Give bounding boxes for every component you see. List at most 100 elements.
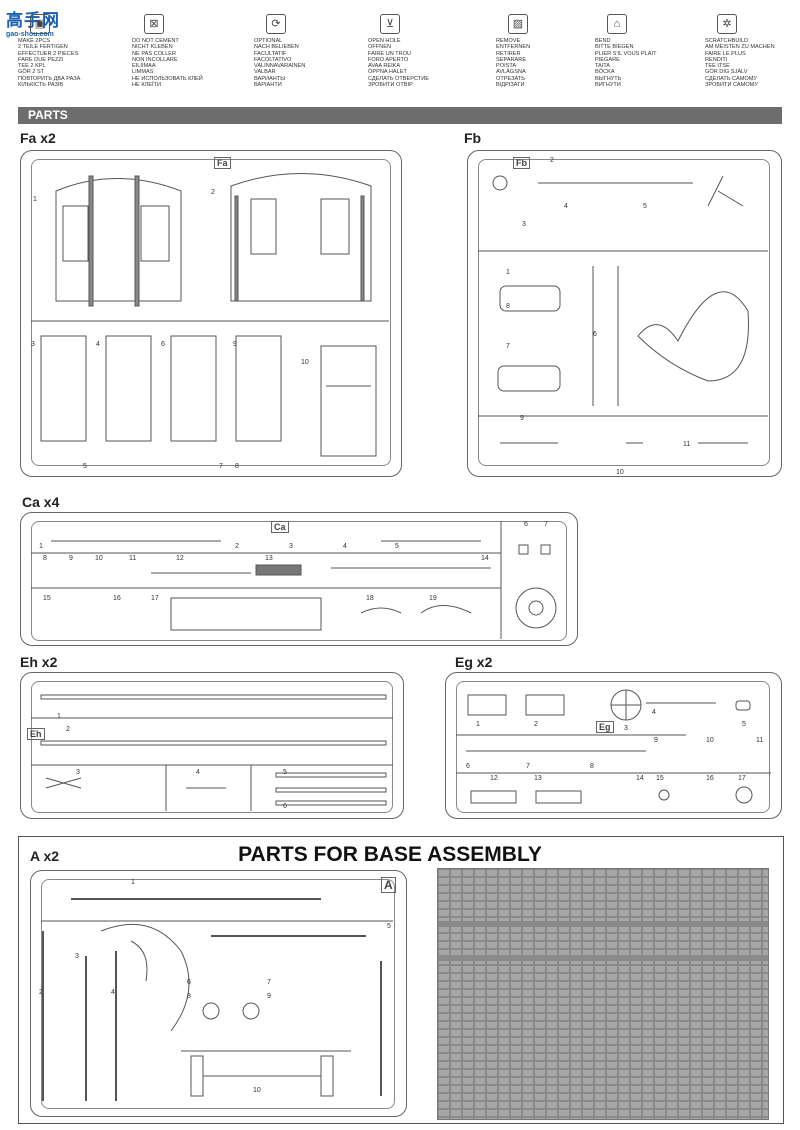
- part-number: 4: [564, 203, 568, 210]
- legend-line: НЕ КЛЕЇТИ: [132, 82, 161, 89]
- part-number: 1: [33, 196, 37, 203]
- part-number: 10: [95, 555, 103, 562]
- sprue-fb: Fb 2 3 4 5 1 6 7 8 9 10 11: [467, 150, 782, 477]
- make-two-icon: ▣: [30, 14, 50, 34]
- sprue-eg-title: Eg x2: [455, 654, 493, 670]
- part-number: 12: [176, 555, 184, 562]
- part-number: 4: [196, 769, 200, 776]
- legend-line: SEPARARE: [496, 56, 527, 63]
- scratchbuild-icon: ✲: [717, 14, 737, 34]
- legend-line: DO NOT CEMENT: [132, 38, 179, 44]
- sprue-tag: A: [381, 877, 396, 893]
- part-number: 17: [738, 775, 746, 782]
- legend-line: ПОВТОРИТЬ ДВА РАЗА: [18, 75, 81, 82]
- part-number: 3: [289, 543, 293, 550]
- sprue-runner: [31, 159, 391, 466]
- sprue-eg-drawing: [456, 689, 771, 804]
- legend-line: VALINNAVARAINEN: [254, 63, 306, 70]
- part-number: 10: [706, 737, 714, 744]
- open-hole-icon: ⊻: [380, 14, 400, 34]
- legend-line: ÖPPNA HALET: [368, 69, 407, 76]
- legend-line: LIMMAS: [132, 69, 154, 76]
- part-number: 9: [267, 993, 271, 1000]
- part-number: 6: [161, 341, 165, 348]
- legend-line: FACOLTATIVO: [254, 56, 292, 63]
- part-number: 2: [550, 157, 554, 164]
- legend-line: AM MEISTEN ZU MACHEN: [705, 44, 775, 51]
- part-number: 8: [235, 463, 239, 470]
- legend-line: TEE 2 KPL: [18, 63, 46, 70]
- part-number: 13: [534, 775, 542, 782]
- legend-line: AVAA REIKA: [368, 63, 401, 70]
- legend-line: ENTFERNEN: [496, 44, 531, 51]
- legend-line: MAKE 2pcs: [18, 38, 51, 44]
- legend-line: SCRATCHBUILD: [705, 38, 749, 44]
- part-number: 4: [652, 709, 656, 716]
- part-number: 6: [187, 979, 191, 986]
- legend-line: ВІДРІЗАТИ: [496, 82, 525, 89]
- part-number: 8: [590, 763, 594, 770]
- sprue-runner: [41, 879, 395, 1109]
- part-number: 19: [429, 595, 437, 602]
- legend-line: ЗРОБИТИ ОТВІР: [368, 82, 413, 89]
- sprue-ca-title: Ca x4: [22, 494, 60, 510]
- part-number: 6: [466, 763, 470, 770]
- part-number: 15: [656, 775, 664, 782]
- part-number: 3: [75, 953, 79, 960]
- sprue-tag: Fa: [214, 157, 231, 169]
- sprue-tag: Fb: [513, 157, 530, 169]
- part-number: 2: [39, 989, 43, 996]
- sprue-eh: Eh 1 2 3 4 5 6: [20, 672, 404, 819]
- part-number: 11: [756, 737, 764, 744]
- legend-line: OPEN HOLE: [368, 38, 401, 44]
- part-number: 5: [742, 721, 746, 728]
- part-number: 9: [654, 737, 658, 744]
- part-number: 4: [111, 989, 115, 996]
- part-number: 11: [683, 441, 691, 448]
- part-number: 12: [490, 775, 498, 782]
- legend-line: FAIRE UN TROU: [368, 50, 412, 57]
- legend-line: 2 TEILE FERTIGEN: [18, 44, 68, 51]
- part-number: 3: [624, 725, 628, 732]
- legend-line: FAIRE LE PLUS: [705, 50, 746, 57]
- legend-line: BITTE BIEGEN: [595, 44, 634, 51]
- legend-line: GÖR 2 ST: [18, 69, 45, 76]
- part-number: 13: [265, 555, 273, 562]
- part-number: 9: [520, 415, 524, 422]
- legend-line: VALBAR: [254, 69, 276, 76]
- sprue-eh-title: Eh x2: [20, 654, 58, 670]
- legend-line: СДЕЛАТЬ САМОМУ: [705, 75, 757, 82]
- sprue-fa: Fa 1 2 3 4 5 6 7 8 9 10: [20, 150, 402, 477]
- part-number: 1: [476, 721, 480, 728]
- part-number: 10: [253, 1087, 261, 1094]
- legend-line: RETIRER: [496, 50, 521, 57]
- sprue-fa-drawing: [31, 173, 389, 457]
- part-number: 3: [76, 769, 80, 776]
- part-number: 9: [233, 341, 237, 348]
- sprue-fb-drawing: [478, 175, 768, 444]
- part-number: 7: [526, 763, 530, 770]
- part-number: 6: [283, 803, 287, 810]
- part-number: 10: [301, 359, 309, 366]
- part-number: 5: [283, 769, 287, 776]
- sprue-ca: Ca 1 2 3 4 5 6 7 8 9 10 11 12 13 14 15 1…: [20, 512, 578, 646]
- legend-line: AVLÄGSNA: [496, 69, 526, 76]
- logo-url: gao-shou.com: [6, 31, 54, 38]
- legend-line: BEND: [595, 38, 611, 44]
- sprue-ca-drawing: [31, 521, 557, 639]
- part-number: 17: [151, 595, 159, 602]
- sprue-tag: Eg: [596, 721, 614, 733]
- part-number: 5: [387, 923, 391, 930]
- part-number: 8: [506, 303, 510, 310]
- sprue-a: A 1 2 3 4 5 6 7 8 9 10: [30, 870, 407, 1117]
- sprue-runner: [31, 681, 393, 813]
- legend-line: НЕ ИСПОЛЬЗОВАТЬ КЛЕЙ: [132, 75, 203, 82]
- sprue-a-title: A x2: [30, 848, 60, 864]
- legend-line: ВЫГНУТЬ: [595, 75, 622, 82]
- legend-line: ВАРИАНТЫ: [254, 75, 286, 82]
- part-number: 4: [96, 341, 100, 348]
